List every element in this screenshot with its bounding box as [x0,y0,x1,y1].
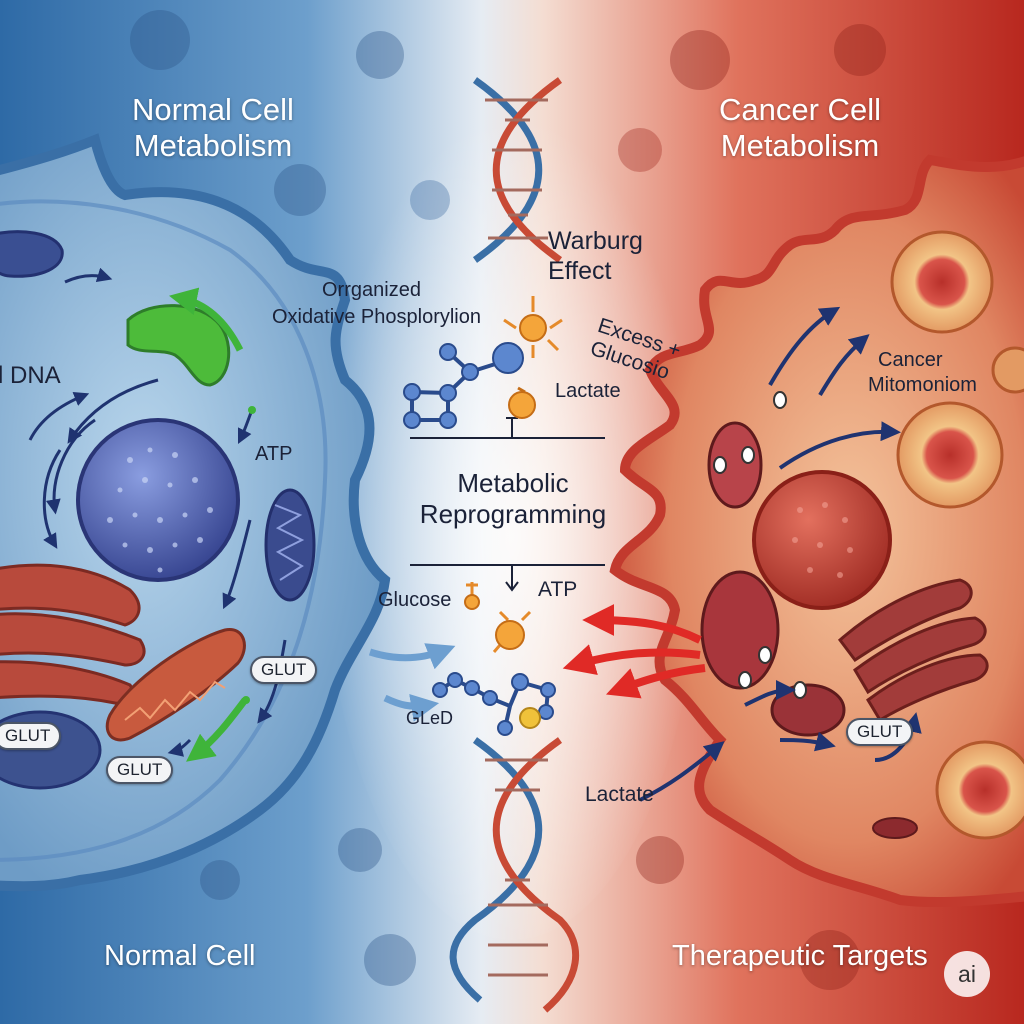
cancer-mitochondria-label: Cancer Mitomoniom [868,348,977,398]
warburg-effect-label: Warburg Effect [548,226,643,286]
red-mitochondrion [105,628,246,742]
molecule-network-bottom [432,582,556,736]
cancer-nucleus [752,470,892,610]
small-organelle-top-left [0,230,64,278]
normal-cell-metabolism-title: Normal Cell Metabolism [118,92,308,164]
background-blur-cells [130,10,886,990]
cancer-mito-line-1: Cancer [878,349,943,371]
dna-helix-top [472,77,563,263]
cancer-mito-line-2: Mitomoniom [868,374,977,396]
normal-cell [0,133,391,892]
center-tick-top [506,417,518,438]
blue-mitochondrion-cristae [274,504,305,581]
glucose-label: Glucose [378,589,452,611]
golgi-stack-cancer [837,578,989,723]
dna-helix-bottom [449,737,579,1013]
normal-to-center-arrows [368,643,456,722]
normal-nucleus [76,418,240,582]
cancer-title-line-2: Metabolism [720,128,880,163]
cancer-cell [562,154,1024,908]
cancer-vesicles [713,391,807,699]
cancer-cell-metabolism-title: Cancer Cell Metabolism [700,92,900,164]
red-mitochondrion-cristae [124,680,226,721]
normal-cell-green-arrows [169,287,248,762]
gled-label: GLeD [406,708,454,728]
cancer-title-line-1: Cancer Cell [719,92,881,127]
green-dot-2 [242,696,250,704]
metabolic-reprogramming-label: Metabolic Reprogramming [408,468,618,530]
golgi-stack-left [0,563,146,705]
atp-center-label: ATP [538,578,578,601]
normal-title-line-2: Metabolism [133,128,293,163]
therapeutic-targets-footer: Therapeutic Targets [672,940,928,972]
normal-title-line-1: Normal Cell [132,92,294,127]
glut-transporter-2: GLUT [0,722,62,750]
center-down-arrow [505,565,519,592]
ai-badge: ai [944,951,990,997]
atp-normal-label: ATP [255,443,293,465]
glut-transporter-3: GLUT [106,756,174,784]
dna-label: l DNA [0,362,61,389]
lactate-top-label: Lactate [555,380,621,402]
glut-transporter-1: GLUT [250,656,318,684]
cancer-organelles [890,230,1024,840]
green-dot [248,406,256,414]
molecule-network-top [403,296,563,429]
warburg-line-2: Effect [548,257,612,285]
cancer-nucleus-dots [792,502,853,578]
warburg-line-1: Warburg [548,227,643,255]
oxidative-phosphorylation-label: Oxidative Phosplorylion [272,306,481,328]
organized-label: Orrganized [322,279,421,301]
nucleus-dots [107,447,213,573]
metabolic-line-2: Reprogramming [419,499,607,529]
cancer-cell-arrows [639,306,922,802]
metabolic-line-1: Metabolic [457,468,569,498]
glut-transporter-cancer: GLUT [846,718,914,746]
cancer-mitochondria [700,421,918,839]
center-glow [322,100,702,940]
normal-cell-inner-membrane [0,199,328,862]
normal-cell-footer: Normal Cell [104,940,256,972]
cancer-to-center-arrows [562,604,706,699]
lactate-bottom-label: Lactate [585,783,654,806]
